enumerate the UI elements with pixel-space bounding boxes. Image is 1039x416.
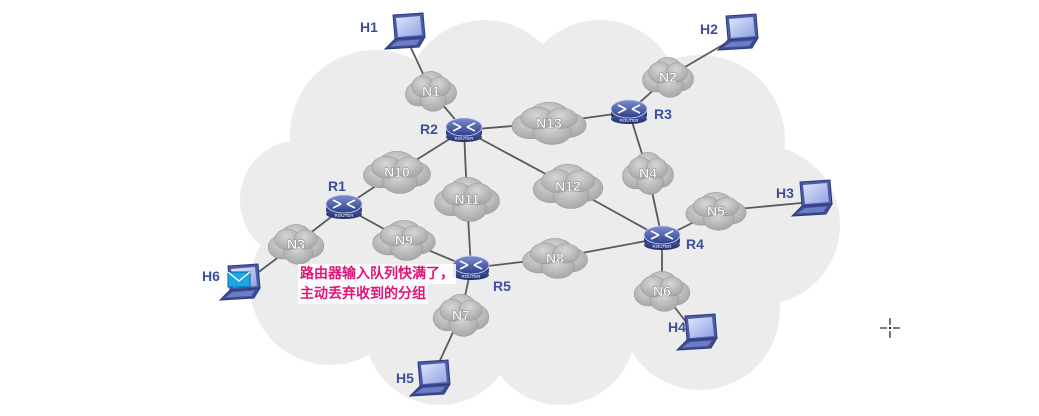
router-badge: ROUTER [335,213,355,218]
host-label: H6 [202,268,220,284]
network-n8: N8 [522,238,588,279]
router-label: R2 [420,121,438,137]
network-label: N2 [659,69,677,85]
router-label: R4 [686,236,704,252]
network-n13: N13 [511,102,587,145]
network-n9: N9 [372,220,436,261]
laptop-icon [383,12,426,50]
cloud-icon [372,220,436,261]
router-label: R1 [328,178,346,194]
cloud-icon [622,152,674,195]
host-h4: H4 [668,313,718,351]
cloud-icon [363,151,431,194]
router-r3: ROUTER R3 [610,99,672,124]
network-label: N1 [422,83,440,99]
router-icon [452,255,490,280]
network-n11: N11 [434,177,500,222]
cloud-icon [685,192,747,231]
envelope-icon [227,271,251,288]
cloud-icon [434,177,500,222]
network-label: N6 [653,283,671,299]
cloud-icon [432,294,490,337]
cloud-icon [405,71,457,112]
network-label: N3 [287,236,305,252]
cloud-icon [642,57,694,98]
host-label: H3 [776,185,794,201]
laptop-icon [675,313,718,351]
network-n4: N4 [622,152,674,195]
move-crosshair-icon [880,318,900,338]
router-icon [445,117,483,142]
host-h2: H2 [700,13,759,51]
router-r4: ROUTER R4 [643,225,704,252]
host-h3: H3 [776,179,833,217]
host-h5: H5 [396,359,451,397]
host-label: H1 [360,19,378,35]
drop-annotation: 路由器输入队列快满了， 主动丢弃收到的分组 [298,264,456,304]
annotation-line-1: 路由器输入队列快满了， [298,264,456,284]
network-n12: N12 [532,164,604,209]
network-label: N12 [555,178,581,194]
router-r5: ROUTER R5 [452,255,511,294]
annotation-line-2: 主动丢弃收到的分组 [298,284,428,304]
host-label: H2 [700,21,718,37]
cloud-icon [532,164,604,209]
cloud-icon [633,271,691,312]
laptop-icon [790,179,833,217]
network-label: N9 [395,232,413,248]
network-label: N5 [707,203,725,219]
laptop-icon [716,13,759,51]
router-label: R3 [654,106,672,122]
network-label: N10 [384,164,410,180]
router-icon [610,99,648,124]
router-icon [643,225,681,250]
host-h6: H6 [202,263,261,301]
network-label: N11 [455,191,480,207]
router-label: R5 [493,278,511,294]
router-r2: ROUTER R2 [420,117,483,142]
network-label: N4 [639,165,657,181]
network-label: N8 [546,250,564,266]
laptop-icon [408,359,451,397]
network-n6: N6 [633,271,691,312]
host-h1: H1 [360,12,426,50]
network-label: N7 [452,307,470,323]
network-n3: N3 [267,224,325,265]
router-badge: ROUTER [620,118,640,123]
router-r1: ROUTER R1 [325,178,363,219]
router-badge: ROUTER [462,274,482,279]
cloud-icon [267,224,325,265]
network-n7: N7 [432,294,490,337]
network-n5: N5 [685,192,747,231]
network-n2: N2 [642,57,694,98]
network-label: N13 [536,115,562,131]
router-badge: ROUTER [455,136,475,141]
router-badge: ROUTER [653,244,673,249]
cloud-icon [522,238,588,279]
host-label: H4 [668,319,686,335]
network-n1: N1 [405,71,457,112]
cloud-icon [511,102,587,145]
host-label: H5 [396,370,414,386]
router-icon [325,194,363,219]
network-n10: N10 [363,151,431,194]
